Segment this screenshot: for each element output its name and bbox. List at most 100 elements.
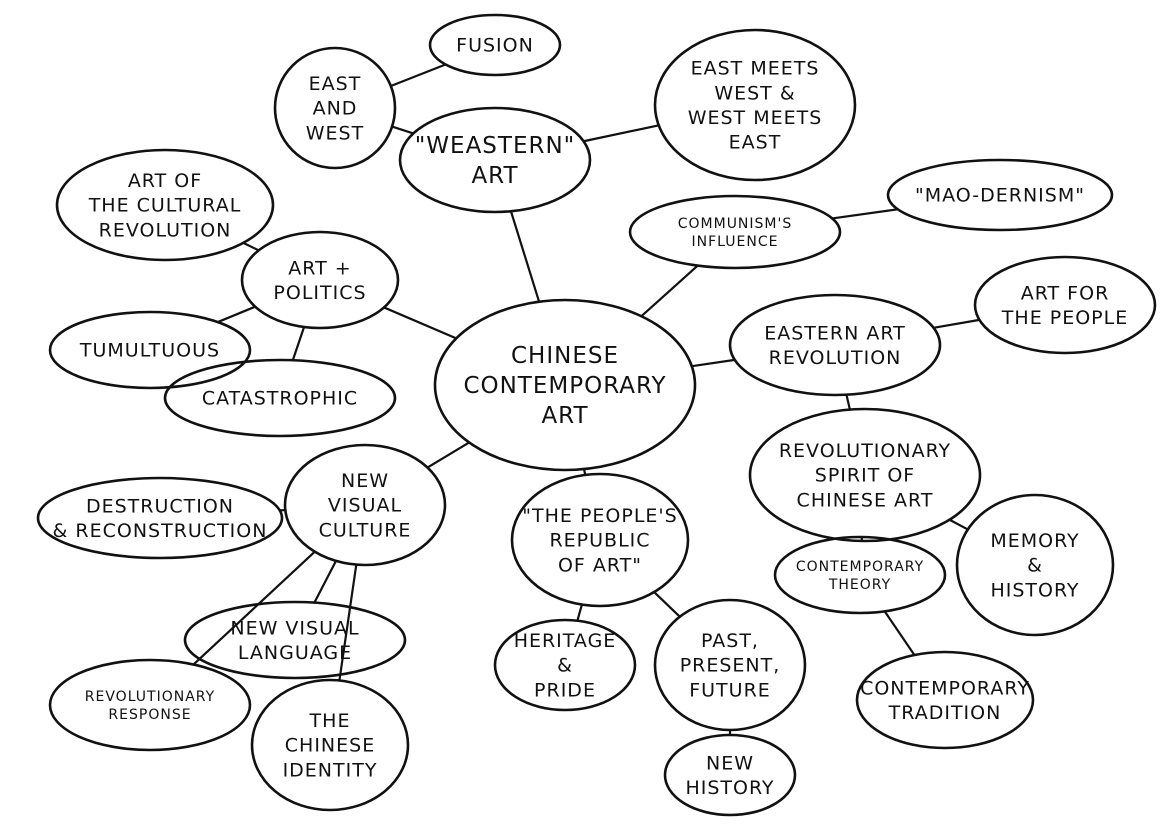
node-label: ART [471,163,518,189]
node-past: PAST,PRESENT,FUTURE [653,598,807,732]
node-destruction: DESTRUCTION & RECONSTRUCTION [36,476,284,560]
node-outline [433,298,697,472]
connections [192,63,981,737]
connector-communism-mao [831,208,899,220]
node-label: FUSION [456,35,534,57]
node-label: NEW [341,470,389,492]
node-label: REPUBLIC [549,530,650,552]
node-label: EAST MEETS [691,58,820,80]
node-label: THE PEOPLE [1001,307,1128,329]
node-outline [240,230,400,330]
node-label: OF ART" [558,554,642,576]
connector-politics-culturalrev [242,241,260,252]
node-label: REVOLUTION [769,347,902,369]
connector-visual-response [192,550,316,666]
node-outline [48,310,252,390]
node-label: CHINESE [285,735,375,757]
connector-spirit-memory [948,518,969,531]
node-label: IDENTITY [283,759,378,781]
node-memory: MEMORY&HISTORY [955,493,1115,637]
node-label: PRESENT, [680,655,781,677]
node-outline [36,476,284,560]
node-label: ART + [288,257,351,279]
connector-eastwest-fusion [389,63,447,88]
node-outline [663,733,797,817]
node-label: THEORY [828,577,891,593]
node-outline [398,106,592,214]
node-label: CONTEMPORARY [463,373,666,399]
connector-center-communism [640,264,699,318]
connector-theory-tradition [883,610,916,657]
node-label: "WEASTERN" [415,133,576,159]
node-outline [628,194,842,270]
node-outline [283,443,447,567]
node-outline [428,13,562,77]
connector-visual-identity [338,563,358,682]
connector-center-weastern [509,210,541,303]
node-outline [653,598,807,732]
node-easternrev: EASTERN ART REVOLUTION [728,293,942,397]
node-label: DESTRUCTION [86,495,234,517]
node-outline [250,678,410,812]
nodes: CHINESECONTEMPORARYARTFUSIONEASTANDWEST"… [36,13,1157,817]
node-outline [273,46,397,170]
node-label: REVOLUTIONARY [779,440,951,462]
node-label: CULTURE [319,519,412,541]
node-label: & RECONSTRUCTION [53,520,268,542]
node-label: RESPONSE [108,707,191,723]
node-outline [163,358,397,438]
node-outline [886,158,1114,232]
node-label: COMMUNISM'S [678,216,793,232]
node-label: LANGUAGE [238,642,352,664]
node-outline [728,293,942,397]
node-heritage: HERITAGE&PRIDE [493,618,637,712]
node-label: EAST [309,73,362,95]
node-catastrophic: CATASTROPHIC [163,358,397,438]
node-label: TRADITION [888,702,1002,724]
node-weastern: "WEASTERN" ART [398,106,592,214]
connector-republic-heritage [576,603,584,622]
node-label: TUMULTUOUS [79,340,220,362]
node-outline [955,493,1115,637]
node-fusion: FUSION [428,13,562,77]
node-outline [855,650,1035,750]
node-label: "THE PEOPLE'S [522,505,677,527]
connector-easternrev-spirit [845,393,852,411]
node-label: POLITICS [273,282,366,304]
node-forpeople: ART FOR THE PEOPLE [973,255,1157,355]
node-tumultuous: TUMULTUOUS [48,310,252,390]
node-label: & [557,655,573,677]
node-label: CATASTROPHIC [202,388,358,410]
node-label: EASTERN ART [764,322,906,344]
node-outline [48,658,252,752]
node-label: INFLUENCE [692,234,779,250]
node-outline [510,472,690,608]
node-label: REVOLUTION [99,219,232,241]
node-outline [773,535,947,615]
node-label: WEST [306,122,364,144]
node-label: FUTURE [689,679,771,701]
connector-politics-tumultuous [216,305,257,324]
node-label: EAST [729,132,782,154]
node-label: MEMORY [990,530,1079,552]
node-label: THE [309,710,351,732]
node-label: & [1027,555,1043,577]
node-label: HERITAGE [514,630,617,652]
node-label: VISUAL [328,495,402,517]
node-label: AND [313,98,358,120]
node-mao: "MAO-DERNISM" [886,158,1114,232]
node-label: ART FOR [1021,282,1110,304]
node-label: WEST MEETS [688,107,823,129]
node-label: "MAO-DERNISM" [915,185,1085,207]
node-outline [653,28,857,182]
node-label: REVOLUTIONARY [85,689,215,705]
